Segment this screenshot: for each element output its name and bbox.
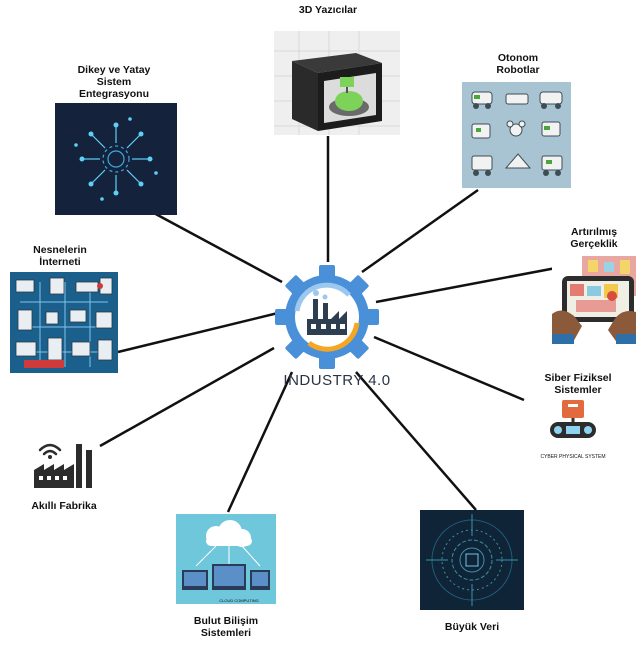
- label-line: Siber Fiziksel: [544, 372, 612, 384]
- iot-devices-icon: [10, 272, 118, 373]
- label-line: Sistemler: [554, 384, 602, 396]
- label-line: Bulut Bilişim: [193, 615, 259, 627]
- label-line: İnterneti: [39, 256, 81, 268]
- label-line: Nesnelerin: [33, 244, 87, 256]
- label-line: Artırılmış: [570, 226, 618, 238]
- label-nesnelerin-interneti: Nesnelerin İnterneti: [20, 244, 100, 268]
- line-ar: [375, 266, 557, 304]
- hub-title: INDUSTRY 4.0: [283, 372, 391, 389]
- cyber-physical-icon: [538, 398, 608, 454]
- line-buyuk: [355, 371, 477, 511]
- line-bulut: [226, 371, 294, 513]
- line-otonom: [361, 188, 479, 274]
- augmented-reality-icon: [552, 256, 636, 344]
- line-dikey: [151, 210, 283, 284]
- line-siber: [373, 335, 525, 402]
- label-dikey-yatay: Dikey ve Yatay Sistem Entegrasyonu: [58, 64, 170, 100]
- label-line: Otonom: [497, 52, 539, 64]
- label-bulut-bilisim: Bulut Bilişim Sistemleri: [166, 615, 286, 639]
- label-line: Robotlar: [496, 64, 540, 76]
- line-akilli: [99, 346, 275, 448]
- smart-factory-icon: [30, 436, 98, 490]
- label-line: Sistemleri: [200, 627, 252, 639]
- cloud-caption: CLOUD COMPUTING: [219, 598, 259, 603]
- network-integration-icon: [55, 103, 177, 215]
- label-siber-fiziksel: Siber Fiziksel Sistemler: [522, 372, 634, 396]
- gear-factory-icon: [275, 265, 379, 369]
- label-line: Dikey ve Yatay: [77, 64, 151, 76]
- label-buyuk-veri: Büyük Veri: [444, 621, 500, 633]
- label-line: Sistem: [96, 76, 132, 88]
- robots-icon: [462, 82, 571, 188]
- cyber-caption: CYBER PHYSICAL SYSTEM: [540, 454, 606, 460]
- label-line: Entegrasyonu: [78, 88, 149, 100]
- 3d-printer-icon: [274, 31, 400, 135]
- cloud-computing-icon: [176, 514, 276, 604]
- label-akilli-fabrika: Akıllı Fabrika: [31, 500, 97, 512]
- big-data-icon: [420, 510, 524, 610]
- label-3d-yazicilar: 3D Yazıcılar: [298, 4, 358, 16]
- label-otonom-robotlar: Otonom Robotlar: [478, 52, 558, 76]
- label-line: Gerçeklik: [570, 238, 618, 250]
- label-artirilmis-gerceklik: Artırılmış Gerçeklik: [556, 226, 632, 250]
- line-nes: [117, 311, 279, 354]
